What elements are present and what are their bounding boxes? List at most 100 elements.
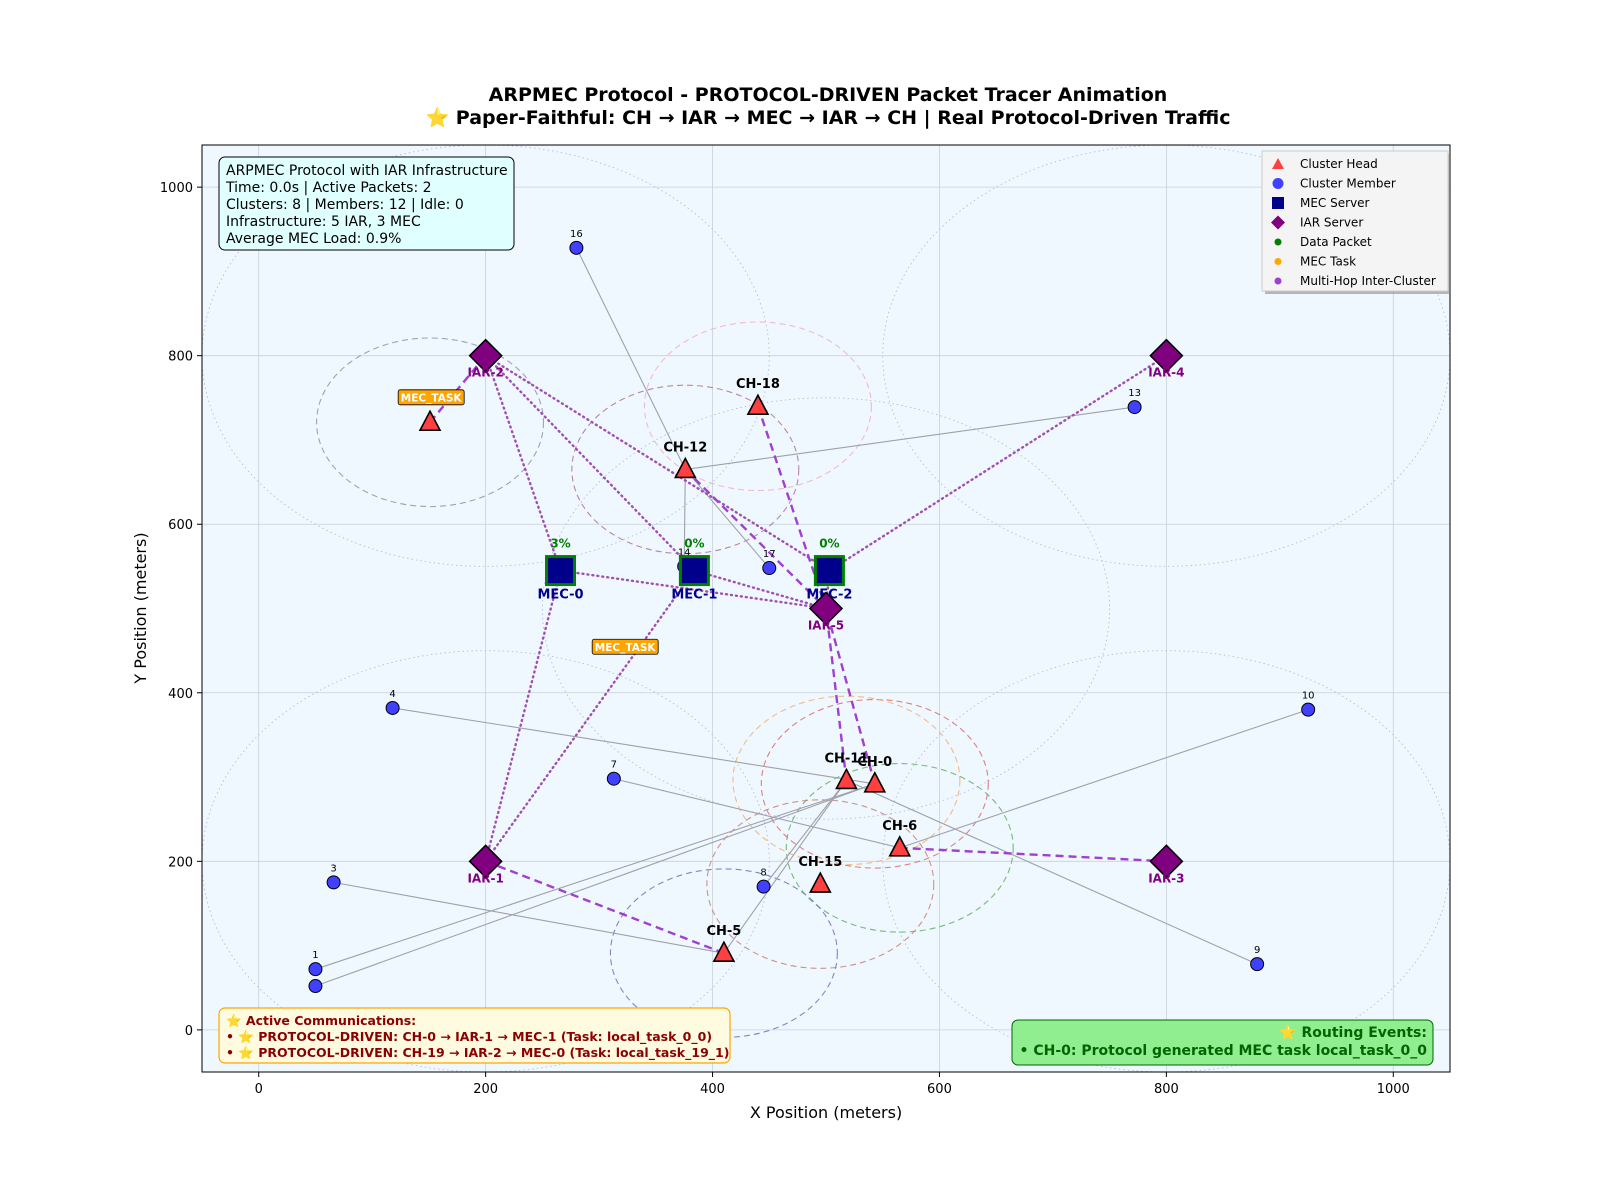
ch-iar-link <box>824 608 848 781</box>
comm-line: • ⭐ PROTOCOL-DRIVEN: CH-0 → IAR-1 → MEC-… <box>226 1029 712 1045</box>
legend-entry-label: Cluster Head <box>1300 157 1378 171</box>
ch-iar-link <box>899 846 1167 863</box>
member-id-label: 14 <box>678 547 691 558</box>
ch-iar-link <box>485 860 725 955</box>
x-tick-label: 1000 <box>1377 1082 1410 1097</box>
member-link <box>846 779 1258 965</box>
plot-content: 13478910131416173%MEC-00%MEC-10%MEC-2IAR… <box>202 145 1450 1072</box>
iar-mec-link <box>484 354 562 572</box>
x-tick-label: 600 <box>927 1082 952 1097</box>
legend-entry-label: Multi-Hop Inter-Cluster <box>1300 274 1436 288</box>
iar-server-label: IAR-3 <box>1148 871 1184 885</box>
mec-server-label: MEC-0 <box>537 588 583 603</box>
iar-coverage-circle <box>202 145 770 567</box>
mec-task-tag-label: MEC_TASK <box>595 642 657 654</box>
active-communications-box: ⭐ Active Communications: • ⭐ PROTOCOL-DR… <box>218 1007 731 1064</box>
iar-server-marker <box>468 338 503 373</box>
y-axis-label: Y Position (meters) <box>131 532 150 684</box>
legend-marker <box>1274 258 1282 265</box>
info-line: ARPMEC Protocol with IAR Infrastructure <box>226 163 508 179</box>
info-line: Average MEC Load: 0.9% <box>226 231 401 247</box>
iar-mec-link <box>484 569 562 863</box>
cluster-member-marker <box>1250 957 1265 972</box>
legend-entry-label: IAR Server <box>1300 216 1363 230</box>
info-line: Time: 0.0s | Active Packets: 2 <box>225 180 432 196</box>
cluster-head-label: CH-5 <box>706 924 741 939</box>
x-axis-label: X Position (meters) <box>750 1103 902 1122</box>
cluster-member-marker <box>1301 702 1316 717</box>
iar-mec-link <box>484 354 696 572</box>
routing-events-box: ⭐ Routing Events: • CH-0: Protocol gener… <box>1011 1019 1434 1066</box>
cluster-range-circle <box>643 321 872 492</box>
cluster-member-marker <box>762 561 777 576</box>
cluster-head-marker <box>835 767 858 790</box>
comm-line: ⭐ Active Communications: <box>226 1013 416 1028</box>
cluster-member-marker <box>606 771 621 786</box>
cluster-range-circle <box>785 763 1014 933</box>
iar-coverage-circle <box>882 650 1450 1072</box>
ch-iar-link <box>684 468 827 610</box>
iar-server-label: IAR-1 <box>467 871 503 885</box>
x-tick-label: 800 <box>1154 1082 1179 1097</box>
cluster-member-marker <box>385 700 400 715</box>
y-tick-label: 0 <box>185 1024 193 1039</box>
y-tick-label: 600 <box>168 518 193 533</box>
mec-load-label: 0% <box>684 537 704 551</box>
member-id-label: 16 <box>570 229 583 240</box>
iar-server-marker <box>808 591 844 626</box>
mec-server-marker <box>813 555 845 587</box>
member-id-label: 3 <box>330 863 336 874</box>
iar-server-marker <box>1149 844 1184 879</box>
cluster-head-label: CH-0 <box>857 755 892 770</box>
iar-mec-link <box>828 354 1168 572</box>
member-link <box>685 406 1135 470</box>
y-tick-label: 800 <box>168 350 193 365</box>
ch-iar-link <box>824 608 876 785</box>
legend-marker <box>1274 238 1282 246</box>
cluster-member-marker <box>756 879 771 894</box>
mec-server-marker <box>678 555 710 587</box>
cluster-head-marker <box>809 871 832 893</box>
cluster-head-marker <box>863 771 887 793</box>
legend-entry-label: Cluster Member <box>1300 177 1396 191</box>
member-link <box>684 469 770 569</box>
ch-iar-link <box>756 405 828 609</box>
mec-load-label: 3% <box>550 537 570 551</box>
iar-server-label: IAR-2 <box>467 366 503 380</box>
iar-mec-link <box>559 569 828 610</box>
member-id-label: 4 <box>389 689 395 700</box>
cluster-member-marker <box>569 240 584 255</box>
legend-background <box>1261 150 1449 292</box>
mec-server-label: MEC-1 <box>671 588 717 603</box>
member-link <box>683 469 686 567</box>
mec-load-label: 0% <box>819 537 839 551</box>
legend-marker <box>1272 158 1284 169</box>
cluster-head-label: CH-18 <box>736 377 780 392</box>
iar-mec-link <box>693 569 828 610</box>
legend-marker <box>1271 215 1285 230</box>
member-id-label: 13 <box>1128 388 1141 399</box>
member-link <box>899 709 1309 849</box>
member-id-label: 8 <box>760 868 766 879</box>
cluster-range-circle <box>706 799 935 969</box>
legend-marker <box>1272 197 1284 209</box>
cluster-range-circle <box>316 337 545 508</box>
cluster-head-label: CH-12 <box>663 440 707 455</box>
cluster-range-circle <box>571 384 800 555</box>
cluster-head-label: CH-6 <box>882 819 917 834</box>
member-link <box>315 783 875 987</box>
member-id-label: 9 <box>1254 945 1260 956</box>
y-tick-label: 400 <box>168 687 193 702</box>
x-tick-label: 200 <box>473 1082 498 1097</box>
mec-server-marker <box>545 555 577 587</box>
member-id-label: 10 <box>1302 691 1315 702</box>
iar-coverage-circle <box>541 397 1111 820</box>
iar-server-marker <box>1149 338 1184 373</box>
member-link <box>315 783 875 970</box>
cluster-head-label: CH-15 <box>798 855 842 870</box>
cluster-head-marker <box>712 940 736 962</box>
legend-entry-label: MEC Server <box>1300 196 1370 210</box>
plot-frame <box>201 144 1451 1073</box>
